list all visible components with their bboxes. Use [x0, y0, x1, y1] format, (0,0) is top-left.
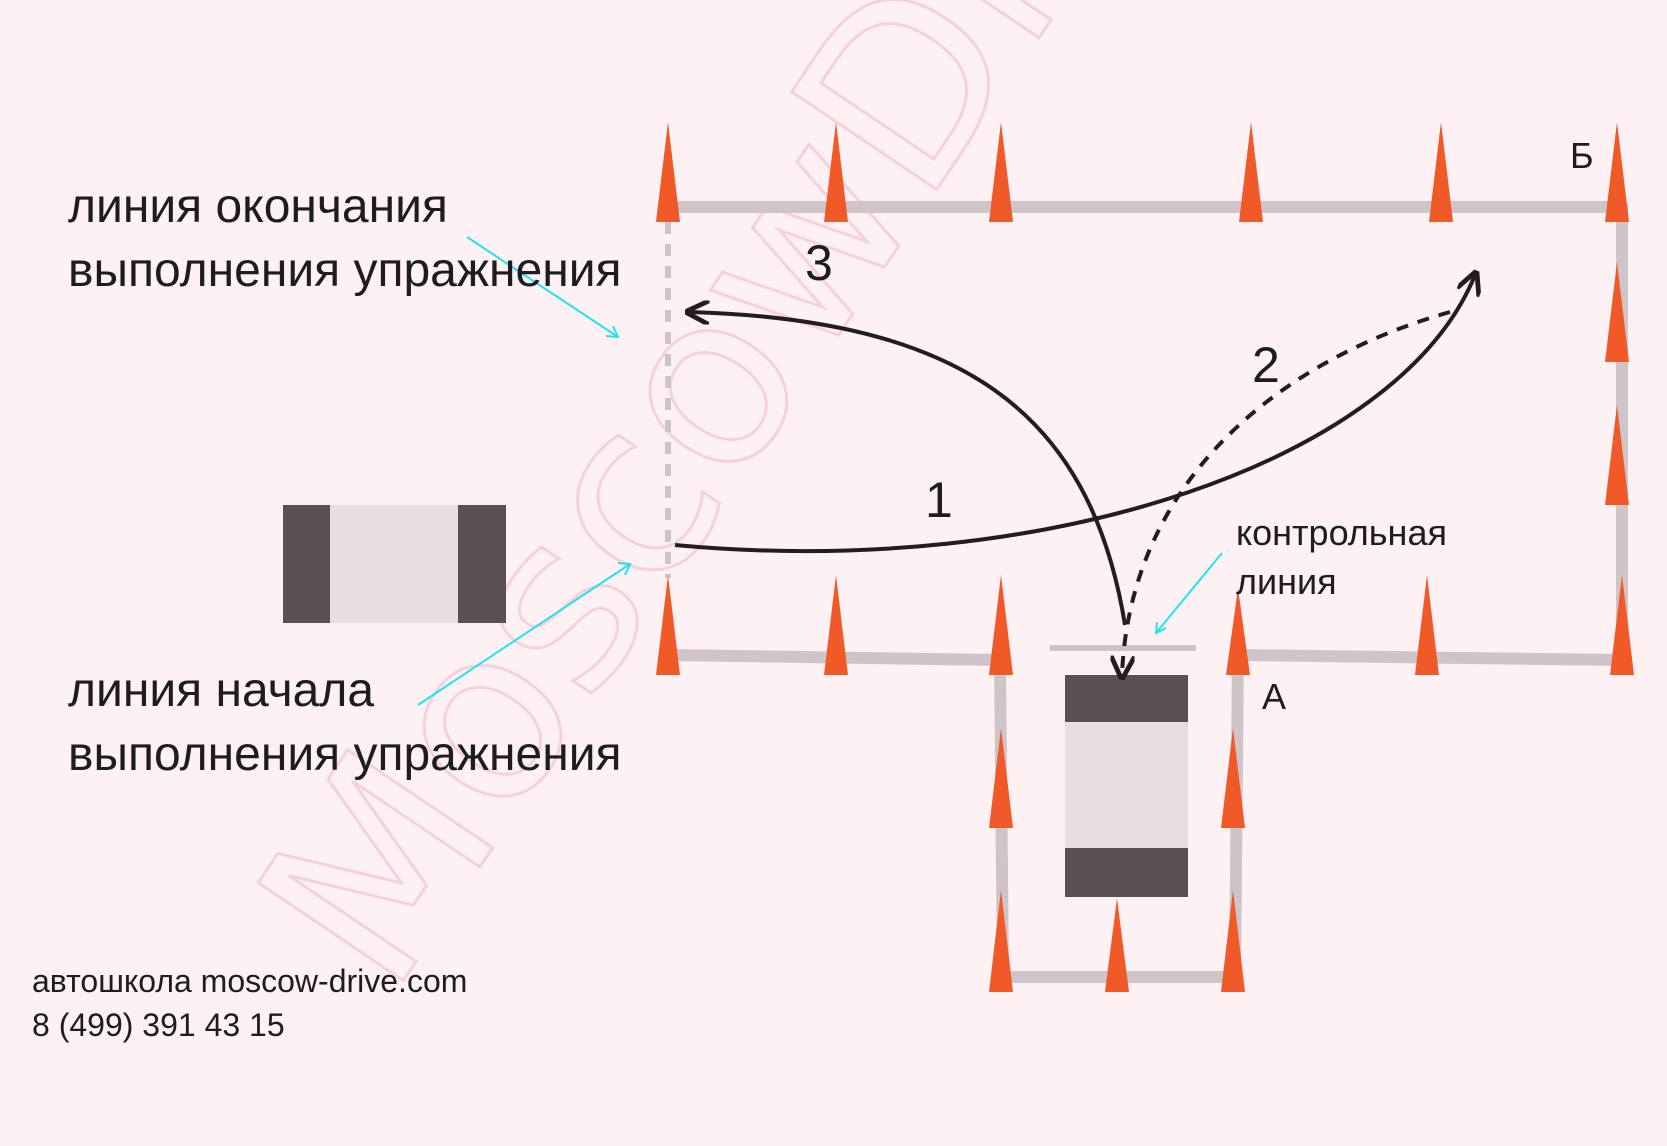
- path-1-curve: [674, 275, 1475, 553]
- path-2-curve: [1122, 310, 1451, 675]
- cone-icon: [1610, 575, 1634, 675]
- trajectories: [674, 275, 1475, 675]
- car-rear: [283, 505, 330, 623]
- start-line-label-2: выполнения упражнения: [68, 728, 622, 781]
- finish-line-label-2: выполнения упражнения: [68, 244, 622, 297]
- point-a-label: А: [1262, 676, 1286, 717]
- cone-icon: [824, 575, 848, 675]
- cone-icon: [989, 575, 1013, 675]
- cone-icon: [1415, 575, 1439, 675]
- cone-icon: [1105, 898, 1129, 992]
- start-line-label-1: линия начала: [68, 664, 374, 717]
- cone-icon: [1605, 405, 1629, 505]
- pointer-lines: [417, 236, 1223, 706]
- car-start: [283, 505, 506, 623]
- cone-icon: [989, 890, 1013, 992]
- cones: [656, 122, 1634, 992]
- cone-icon: [1429, 122, 1453, 222]
- point-b-label: Б: [1570, 135, 1594, 176]
- pointer-finish-head: [605, 325, 620, 339]
- pointer-start-head: [617, 562, 632, 576]
- cone-icon: [989, 122, 1013, 222]
- cone-icon: [824, 122, 848, 222]
- pointer-finish: [466, 236, 619, 338]
- cone-icon: [989, 728, 1013, 828]
- car-front: [1065, 675, 1188, 722]
- footer-school: автошкола moscow-drive.com: [32, 963, 467, 999]
- path-3-curve: [690, 312, 1127, 626]
- path-3-number: 3: [805, 235, 833, 291]
- car-rear: [1065, 848, 1188, 897]
- pointer-control-head: [1154, 621, 1167, 635]
- cone-icon: [1605, 122, 1629, 222]
- finish-line-label-1: линия окончания: [68, 180, 448, 233]
- cone-icon: [1221, 890, 1245, 992]
- car-front: [458, 505, 506, 623]
- control-line-label-1: контрольная: [1236, 512, 1447, 553]
- footer-phone: 8 (499) 391 43 15: [32, 1007, 285, 1043]
- pointer-control: [1155, 552, 1223, 634]
- path-1-number: 1: [925, 472, 953, 528]
- cone-icon: [656, 575, 680, 675]
- cone-icon: [1226, 588, 1250, 675]
- car-parked: [1065, 675, 1188, 897]
- control-line-label-2: линия: [1236, 561, 1337, 602]
- pointer-start: [417, 563, 631, 706]
- cone-icon: [656, 122, 680, 222]
- cone-icon: [1221, 728, 1245, 828]
- path-2-number: 2: [1252, 337, 1280, 393]
- cone-icon: [1605, 262, 1629, 362]
- cone-icon: [1239, 122, 1263, 222]
